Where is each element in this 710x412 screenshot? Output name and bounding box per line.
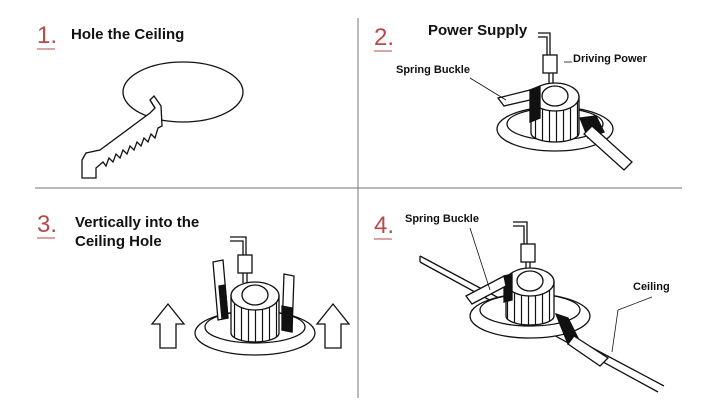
step-3-title-line1: Vertically into the xyxy=(75,214,200,231)
step-1-illustration xyxy=(81,61,244,179)
step-2-title: Power Supply xyxy=(428,22,528,39)
up-arrow-icon xyxy=(315,302,351,349)
step-1-number: 1. xyxy=(37,22,58,49)
step-3-illustration xyxy=(150,236,351,356)
step-4-illustration xyxy=(419,221,665,393)
step-2-spring-buckle-label: Spring Buckle xyxy=(396,64,470,76)
step-4-spring-buckle-label: Spring Buckle xyxy=(405,213,479,225)
step-1-title: Hole the Ceiling xyxy=(71,26,185,43)
step-3-number: 3. xyxy=(37,211,58,238)
step-4-ceiling-label: Ceiling xyxy=(633,281,670,293)
ceiling-hole-outline xyxy=(122,61,244,123)
step-2-driving-power-label: Driving Power xyxy=(573,53,647,65)
step-2-number: 2. xyxy=(374,24,395,51)
step-3-title-line2: Ceiling Hole xyxy=(75,233,162,250)
hand-saw-icon xyxy=(81,94,163,179)
driver-box xyxy=(542,54,558,74)
up-arrow-icon xyxy=(150,302,186,349)
step-2-illustration xyxy=(469,32,633,171)
step-4-number: 4. xyxy=(374,212,395,239)
